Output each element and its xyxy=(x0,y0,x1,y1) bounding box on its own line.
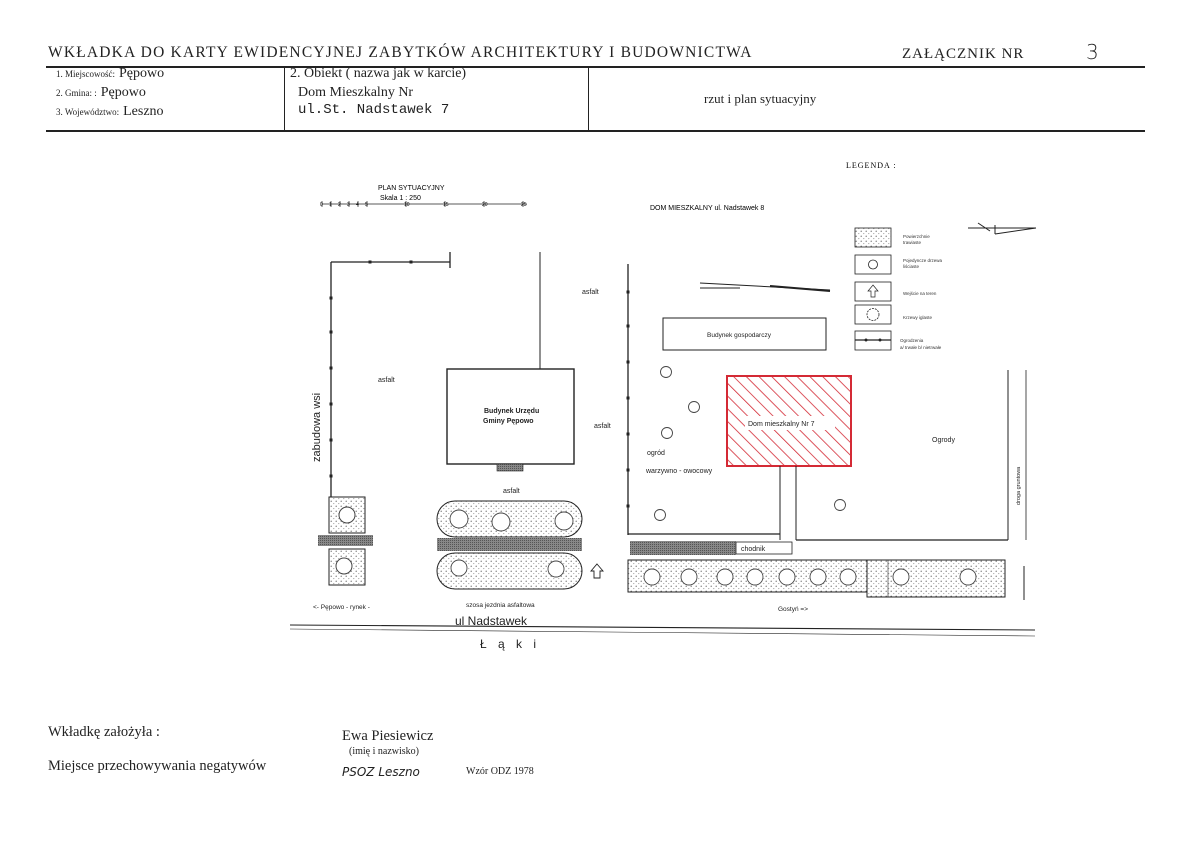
entrance-arrow-icon xyxy=(590,563,604,579)
label-ul-nadstawek: ul Nadstawek xyxy=(455,614,528,628)
attachment-number: 3 xyxy=(1086,40,1099,64)
author-name: Ewa Piesiewicz xyxy=(342,728,434,744)
label-dom: Dom mieszkalny Nr 7 xyxy=(748,421,815,428)
urzad-steps xyxy=(496,463,524,472)
obiekt-value: Dom Mieszkalny Nr xyxy=(298,85,414,100)
legend-swatch-grass xyxy=(854,227,892,248)
label-droga: droga gruntowa xyxy=(1016,466,1022,505)
legend-1-line1: Powierzchnie xyxy=(903,234,930,239)
path-arrow xyxy=(699,282,831,292)
grass-center-bottom xyxy=(436,552,583,590)
legend: Powierzchnie trawiaste Pojedyncze drzewa… xyxy=(854,227,943,351)
fence-left xyxy=(330,252,451,497)
label-ogrod-1: ogród xyxy=(647,450,665,457)
scale-tick-label: 25 xyxy=(521,202,527,208)
shrub-icon xyxy=(338,506,356,524)
scale-tick-label: 1 xyxy=(329,202,332,208)
header-divider-2 xyxy=(588,66,589,130)
scale-tick-label: 4 xyxy=(356,202,359,208)
miejsce-value: PSOZ Leszno xyxy=(342,765,420,779)
field-miejscowosc: 1. Miejscowość: Pępowo xyxy=(56,64,164,82)
urzad-building xyxy=(446,368,575,465)
shrub-icon xyxy=(866,308,880,321)
zalozyla-label: Wkładkę założyła : xyxy=(48,724,160,740)
obiekt-address: ul.St. Nadstawek 7 xyxy=(298,102,450,118)
sidewalk-right xyxy=(630,541,736,555)
scale-tick-label: 10 xyxy=(404,202,410,208)
garden-trees xyxy=(654,366,846,521)
label-urzad-2: Gminy Pępowo xyxy=(483,418,534,425)
label-chodnik: chodnik xyxy=(741,546,766,553)
tree-icon xyxy=(335,557,353,575)
wzor-label: Wzór ODZ 1978 xyxy=(466,766,534,777)
label-szosa: szosa jezdnia asfaltowa xyxy=(466,602,535,609)
header-rule-bottom xyxy=(46,130,1145,132)
miejscowosc-label: 1. Miejscowość: xyxy=(56,69,115,79)
legend-1-line2: trawiaste xyxy=(903,240,922,245)
legend-5-line2: a/ trwałe b/ nietrwałe xyxy=(900,345,942,350)
label-gostyn: Gostyń => xyxy=(778,606,808,613)
entrance-arrow-icon xyxy=(867,284,879,298)
obiekt-label: 2. Obiekt ( nazwa jak w karcie) xyxy=(290,66,467,81)
scale-subtitle: Skala 1 : 250 xyxy=(380,195,421,202)
wojewodztwo-value: Leszno xyxy=(123,104,164,119)
road-line-1 xyxy=(289,624,1036,631)
dom-label-bg xyxy=(745,416,835,430)
label-pepowo-rynek: <- Pępowo - rynek - xyxy=(313,604,370,611)
street-trees xyxy=(643,568,977,586)
header-divider-1 xyxy=(284,66,285,130)
fence-posts-left xyxy=(329,260,413,478)
section-title: rzut i plan sytuacyjny xyxy=(704,91,817,106)
sidewalk-left xyxy=(318,535,373,546)
legend-4-line1: Krzewy iglaste xyxy=(903,315,933,320)
grass-right xyxy=(627,559,868,593)
center-shrubs xyxy=(449,509,574,578)
fence-posts-center xyxy=(626,290,630,508)
label-ogrod-2: warzywno - owocowy xyxy=(645,468,713,475)
label-asfalt-1: asfalt xyxy=(582,289,599,296)
scale-title: PLAN SYTUACYJNY xyxy=(378,185,445,192)
label-ogrody: Ogrody xyxy=(932,437,955,444)
scale-tick-label: 2 xyxy=(338,202,341,208)
scale-tick-label: 3 xyxy=(347,202,350,208)
chodnik-box xyxy=(735,541,793,555)
legend-5-line1: Ogrodzenia xyxy=(900,338,924,343)
miejsce-label: Miejsce przechowywania negatywów xyxy=(48,758,267,774)
scale-tick-label: 5 xyxy=(365,202,368,208)
gmina-value: Pępowo xyxy=(100,85,146,100)
legend-2-line1: Pojedyncze drzewa xyxy=(903,258,943,263)
attachment-label: ZAŁĄCZNIK NR xyxy=(902,46,1025,62)
header-rule-top xyxy=(46,66,1145,68)
legend-title: LEGENDA : xyxy=(846,161,897,170)
scale-tick-label: 15 xyxy=(443,202,449,208)
scale-tick-label: 20 xyxy=(482,202,488,208)
scale-tick-label: 0 xyxy=(320,202,323,208)
grass-far-right xyxy=(866,559,1006,598)
sidewalk-center xyxy=(437,538,582,551)
gospodarczy-building xyxy=(662,317,827,351)
label-gospodarczy: Budynek gospodarczy xyxy=(707,332,772,339)
form-title: WKŁADKA DO KARTY EWIDENCYJNEJ ZABYTKÓW A… xyxy=(48,44,753,61)
legend-2-line2: liściaste xyxy=(903,264,920,269)
legend-3-line1: Wejście na teren xyxy=(903,291,937,296)
tree-icon xyxy=(868,259,878,270)
label-asfalt-4: asfalt xyxy=(503,488,520,495)
field-gmina: 2. Gmina: : Pępowo xyxy=(56,83,146,101)
label-urzad-1: Budynek Urzędu xyxy=(484,408,539,415)
gmina-label: 2. Gmina: : xyxy=(56,88,97,98)
label-laki: Ł ą k i xyxy=(480,637,540,651)
top-caption: DOM MIESZKALNY ul. Nadstawek 8 xyxy=(650,205,764,212)
field-wojewodztwo: 3. Województwo: Leszno xyxy=(56,102,164,120)
road-line-2 xyxy=(289,628,1036,637)
label-zabudowa: zabudowa wsi xyxy=(311,393,323,462)
north-arrow-icon xyxy=(968,222,1037,235)
author-name-note: (imię i nazwisko) xyxy=(349,746,419,757)
miejscowosc-value: Pępowo xyxy=(119,66,165,81)
label-asfalt-2: asfalt xyxy=(378,377,395,384)
label-asfalt-3: asfalt xyxy=(594,423,611,430)
wojewodztwo-label: 3. Województwo: xyxy=(56,107,120,117)
